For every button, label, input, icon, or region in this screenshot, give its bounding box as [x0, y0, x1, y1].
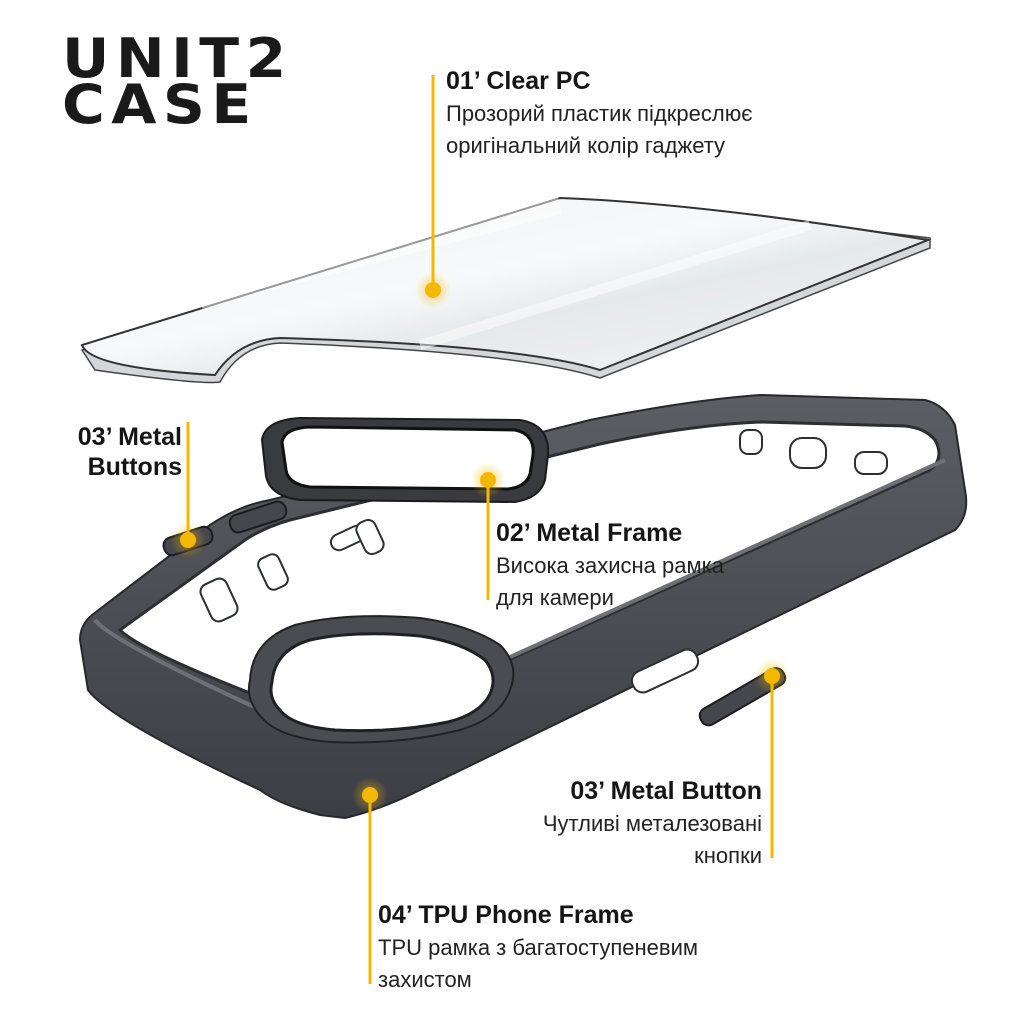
- callout-clear-pc: 01’ Clear PC Прозорий пластик підкреслює…: [446, 66, 752, 162]
- callout-metal-button-desc-line1: Чутливі металезовані: [542, 811, 762, 836]
- callout-dot-metal-buttons: [170, 522, 206, 558]
- brand-logo-line1: UNIT2: [62, 27, 293, 90]
- callout-dot-clear-pc: [415, 272, 451, 308]
- callout-clear-pc-desc-line1: Прозорий пластик підкреслює: [446, 101, 753, 126]
- callout-metal-button-desc-line2: кнопки: [694, 843, 762, 868]
- callout-metal-button-title: 03’ Metal Button: [570, 777, 762, 805]
- callout-leader-lines: [186, 75, 774, 984]
- callout-metal-buttons-title-line1: 03’ Metal: [77, 423, 182, 451]
- metal-camera-frame: [260, 416, 550, 504]
- callout-metal-frame-desc-line1: Висока захисна рамка: [496, 553, 724, 578]
- callout-dot-metal-frame: [470, 462, 506, 498]
- callout-clear-pc-title: 01’ Clear PC: [446, 67, 591, 95]
- brand-logo: UNIT2 CASE: [62, 32, 292, 136]
- callout-tpu-frame-title: 04’ TPU Phone Frame: [378, 901, 634, 929]
- callout-metal-buttons-title-line2: Buttons: [87, 453, 182, 481]
- callout-tpu-frame: 04’ TPU Phone Frame TPU рамка з багатост…: [378, 900, 698, 996]
- clear-pc-back-plate: [80, 196, 932, 384]
- callout-tpu-frame-desc-line2: захистом: [378, 967, 472, 992]
- callout-dot-tpu-frame: [352, 777, 388, 813]
- brand-logo-line2: CASE: [62, 73, 258, 136]
- callout-dot-metal-button: [754, 658, 790, 694]
- callout-metal-frame-desc-line2: для камери: [496, 585, 614, 610]
- callout-metal-frame: 02’ Metal Frame Висока захисна рамка для…: [496, 518, 724, 614]
- callout-metal-buttons: 03’ Metal Buttons: [40, 422, 182, 482]
- callout-tpu-frame-desc-line1: TPU рамка з багатоступеневим: [378, 935, 699, 960]
- callout-clear-pc-desc-line2: оригінальний колір гаджету: [446, 133, 726, 158]
- callout-metal-frame-title: 02’ Metal Frame: [496, 519, 683, 547]
- callout-metal-button: 03’ Metal Button Чутливі металезовані кн…: [440, 776, 762, 872]
